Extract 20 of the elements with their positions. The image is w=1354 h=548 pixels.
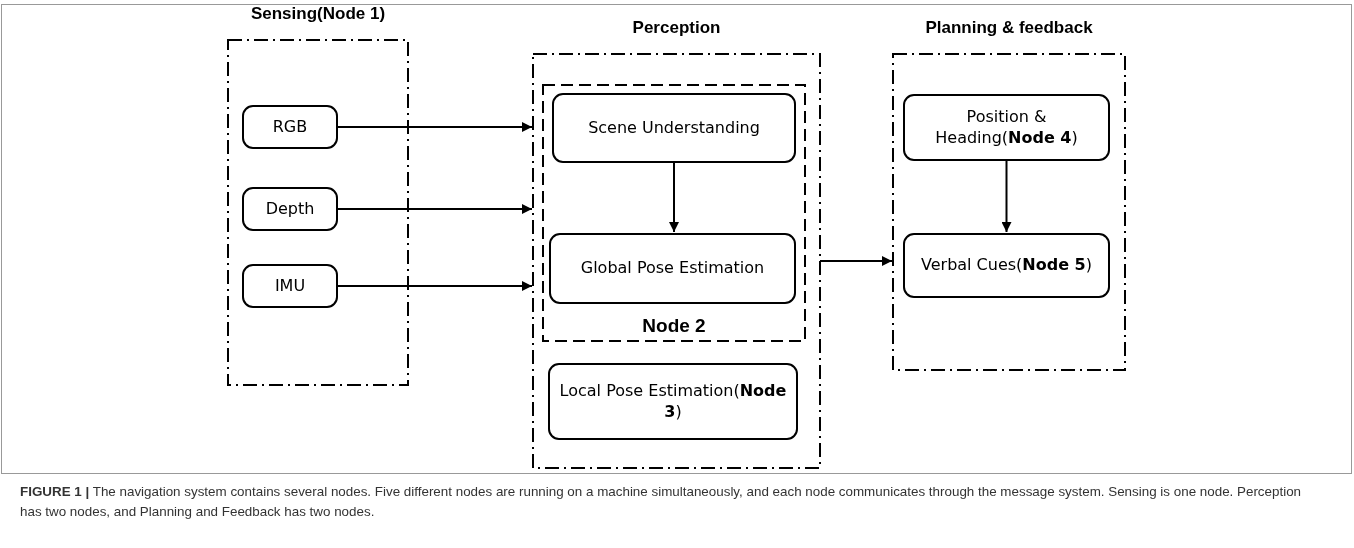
arrow (1001, 160, 1012, 233)
arrow (337, 122, 533, 132)
process-box: Verbal Cues(Node 5) (903, 233, 1110, 298)
process-box: Position & Heading(Node 4) (903, 94, 1110, 161)
node-group-frame (543, 85, 805, 341)
group-heading: Perception (632, 18, 721, 38)
arrow (669, 162, 679, 233)
arrow (337, 204, 533, 214)
process-box: IMU (242, 264, 338, 308)
arrow (819, 256, 893, 266)
process-box: RGB (242, 105, 338, 149)
arrow (337, 281, 533, 291)
process-box: Local Pose Estimation(Node 3) (548, 363, 798, 440)
process-box: Depth (242, 187, 338, 231)
process-box: Global Pose Estimation (549, 233, 796, 304)
group-title: Node 2 (642, 315, 706, 337)
group-heading: Sensing(Node 1) (250, 4, 386, 24)
group-heading: Planning & feedback (925, 18, 1093, 38)
figure-caption: FIGURE 1 | The navigation system contains several nodes. Five different nodes are running on a machine simultaneously, and each node communicates through the message system. Sensing is one node. Perception has two nodes, and Planning and Feedback has two nodes. (20, 483, 1303, 521)
process-box: Scene Understanding (552, 93, 796, 163)
